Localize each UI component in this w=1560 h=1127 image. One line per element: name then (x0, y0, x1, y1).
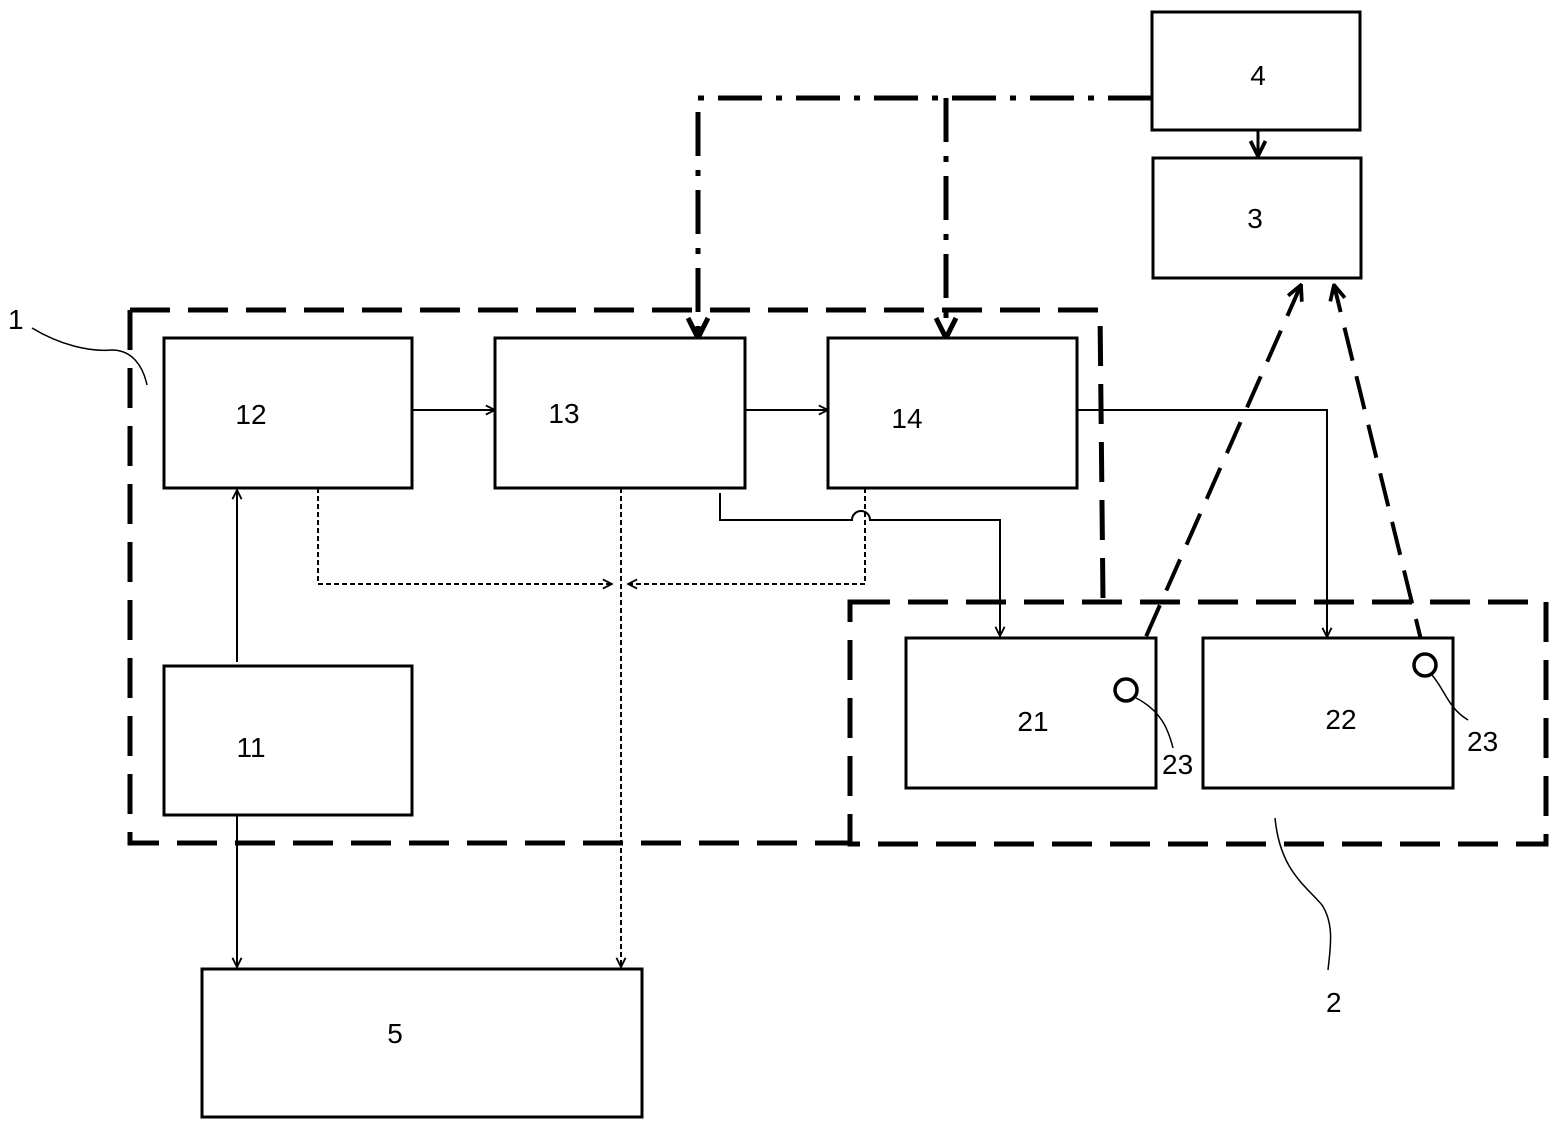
arrow-14-to-22 (1077, 409, 1327, 637)
leader-line-unit-2 (1274, 817, 1332, 971)
block-13-label: 13 (548, 398, 579, 429)
data-line-12-to-5 (317, 488, 612, 584)
leader-line-sensor-22 (1431, 674, 1469, 721)
block-14-label: 14 (891, 403, 922, 434)
block-13: 13 (493, 336, 747, 490)
block-5-label: 5 (387, 1018, 403, 1049)
block-3: 3 (1151, 156, 1363, 280)
block-22: 22 (1201, 636, 1455, 790)
unit-1-enclosure (127, 307, 1106, 846)
block-11: 11 (162, 664, 414, 817)
arrow-13-to-21 (719, 493, 1000, 636)
block-14: 14 (826, 336, 1079, 490)
control-line-4-to-13 (698, 95, 1152, 338)
wireless-link-21-to-3 (1124, 285, 1301, 683)
wireless-link-22-to-3 (1334, 285, 1426, 653)
sensor-icon-21 (1113, 677, 1139, 703)
block-12-label: 12 (235, 399, 266, 430)
block-5: 5 (200, 967, 644, 1119)
unit-2-enclosure (847, 599, 1549, 847)
block-4-label: 4 (1250, 60, 1266, 91)
block-12: 12 (162, 336, 414, 490)
block-11-label: 11 (236, 732, 265, 763)
sensor-icon-22 (1412, 652, 1438, 678)
block-4: 4 (1150, 10, 1362, 132)
leader-line-unit-1 (31, 327, 148, 386)
leader-line-sensor-21 (1135, 697, 1174, 749)
block-3-label: 3 (1247, 203, 1263, 234)
block-21: 21 (904, 636, 1158, 790)
data-line-14-to-5 (628, 488, 866, 584)
callout-unit-1: 1 (8, 304, 24, 335)
block-22-label: 22 (1325, 704, 1356, 735)
callout-sensor-21: 23 (1162, 749, 1193, 780)
block-21-label: 21 (1017, 706, 1048, 737)
callout-sensor-22: 23 (1467, 726, 1498, 757)
callout-unit-2: 2 (1326, 987, 1342, 1018)
